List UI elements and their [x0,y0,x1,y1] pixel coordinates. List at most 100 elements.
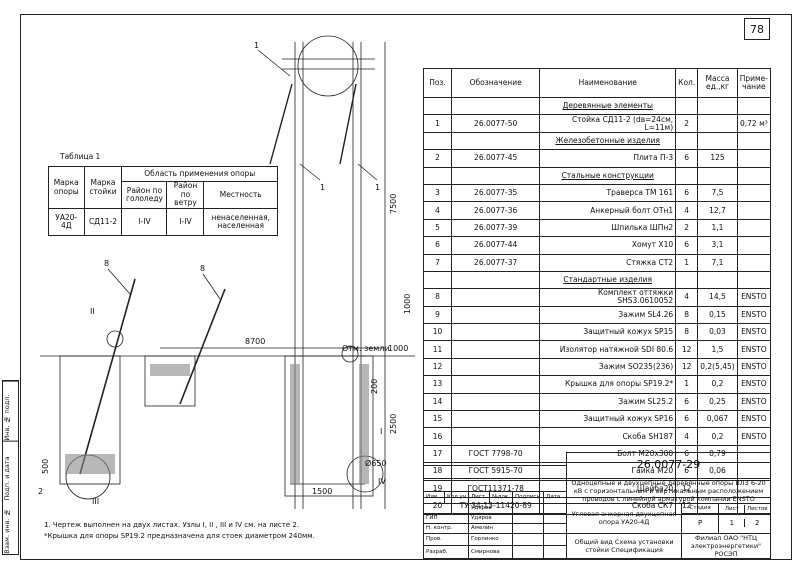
spec-cell-mass: 3,1 [697,236,738,255]
dim-200: 200 [370,379,379,394]
tb-col-header: Дата [543,491,568,504]
spec-cell-name: Стойка СД11-2 (dв=24см, L=11м) [539,114,677,133]
side-stamp-inv: Инв. № подл. [3,381,18,441]
spec-cell-qty: 6 [675,183,699,203]
spec-cell-name: Защитный кожух SP16 [539,410,677,429]
spec-cell-qty: 2 [675,114,699,133]
spec-cell: Стандартные изделия [539,270,677,290]
dim-1500: 1500 [312,487,332,496]
spec-cell [697,270,738,290]
sheet-label: Лист [720,504,746,513]
spec-cell-code: 26.0077-44 [451,236,541,255]
spec-cell-mass: 0,25 [697,392,738,412]
spec-cell [675,131,699,151]
spec-cell-mass: 12,7 [697,201,738,220]
callout-8a: 8 [104,259,109,268]
spec-cell-code [451,288,541,307]
spec-cell-name: Крышка для опоры SP19.2* [539,375,677,394]
spec-cell [451,96,541,116]
note-1: 1. Чертеж выполнен на двух листах. Узлы … [44,521,300,529]
table1-cell: I-IV [121,208,168,236]
spec-cell-name: Плита П-3 [539,149,677,168]
dim-7500: 7500 [389,194,398,214]
spec-header: Приме-чание [736,68,772,98]
spec-cell [422,166,453,185]
spec-cell [422,131,453,151]
title-block: 26.0077-29 Одноцепные и двухцепные дерев… [422,452,771,559]
spec-header: Масса ед.,кг [697,68,738,98]
spec-cell-code: 26.0077-39 [451,218,541,238]
spec-cell-code [451,375,541,394]
spec-cell-note [736,183,772,203]
spec-cell-pos: 3 [422,183,453,203]
spec-cell-pos: 14 [422,392,453,412]
stage-value: Р [681,512,720,534]
callout-1b: 1 [320,183,325,192]
drawing-frame [20,14,792,560]
spec-cell-pos: 11 [422,340,453,359]
spec-cell [697,131,738,151]
dim-8700: 8700 [245,337,265,346]
table1-cell: ненаселенная, населенная [203,208,278,236]
spec-cell-pos: 6 [422,236,453,255]
spec-cell-pos: 8 [422,288,453,307]
spec-cell-mass: 1,1 [697,218,738,238]
spec-cell-pos: 1 [422,114,453,133]
spec-cell [422,270,453,290]
spec-cell-code [451,305,541,325]
spec-cell-code: 26.0077-37 [451,253,541,272]
callout-8b: 8 [200,264,205,273]
tb-col-header: Лист [468,491,491,504]
spec-cell-qty: 6 [675,236,699,255]
spec-cell-code [451,323,541,342]
spec-cell-qty: 6 [675,149,699,168]
tb-col-header: №док [489,491,514,504]
spec-cell-qty: 8 [675,323,699,342]
spec-header: Обозначение [451,68,541,98]
spec-cell-qty: 4 [675,201,699,220]
spec-header: Кол. [675,68,699,98]
spec-cell-qty: 1 [675,253,699,272]
spec-cell-note: ENSTO [736,340,772,359]
callout-I: I [380,427,382,436]
spec-cell-pos: 16 [422,427,453,446]
spec-cell-mass: 7,5 [697,183,738,203]
spec-cell-name: Стяжка СТ2 [539,253,677,272]
spec-cell-mass [697,114,738,133]
spec-cell-name: Защитный кожух SP15 [539,323,677,342]
callout-1c: 1 [375,183,380,192]
note-2: *Крышка для опоры SP19.2 предназначена д… [44,532,315,540]
spec-cell-qty: 6 [675,410,699,429]
spec-cell-note: ENSTO [736,288,772,307]
spec-cell-name: Хомут Х10 [539,236,677,255]
dim-1000: 1000 [403,294,412,314]
dim-650: Ø650 [365,458,387,468]
spec-cell-name: Шпилька ШПн2 [539,218,677,238]
org-name: Филиал ОАО "НТЦ электроэнергетики" РОСЭП [681,532,771,559]
tb-role: ГИП [422,512,470,524]
spec-section-row: Стальные конструкции [422,166,772,185]
spec-cell-name: Зажим SO235(236) [539,357,677,377]
sheets-value: 2 [755,519,760,527]
spec-cell-pos: 13 [422,375,453,394]
spec-cell-note [736,218,772,238]
tb-name: Удяров [468,512,514,524]
spec-cell [451,131,541,151]
tb-role [422,502,470,514]
spec-cell-mass: 0,15 [697,305,738,325]
spec-cell: Стальные конструкции [539,166,677,185]
tb-name: Амелин [468,522,514,534]
spec-cell-note: ENSTO [736,323,772,342]
spec-cell [422,96,453,116]
spec-cell-code: 26.0077-45 [451,149,541,168]
spec-cell-pos: 15 [422,410,453,429]
spec-cell [675,270,699,290]
spec-cell-code [451,410,541,429]
